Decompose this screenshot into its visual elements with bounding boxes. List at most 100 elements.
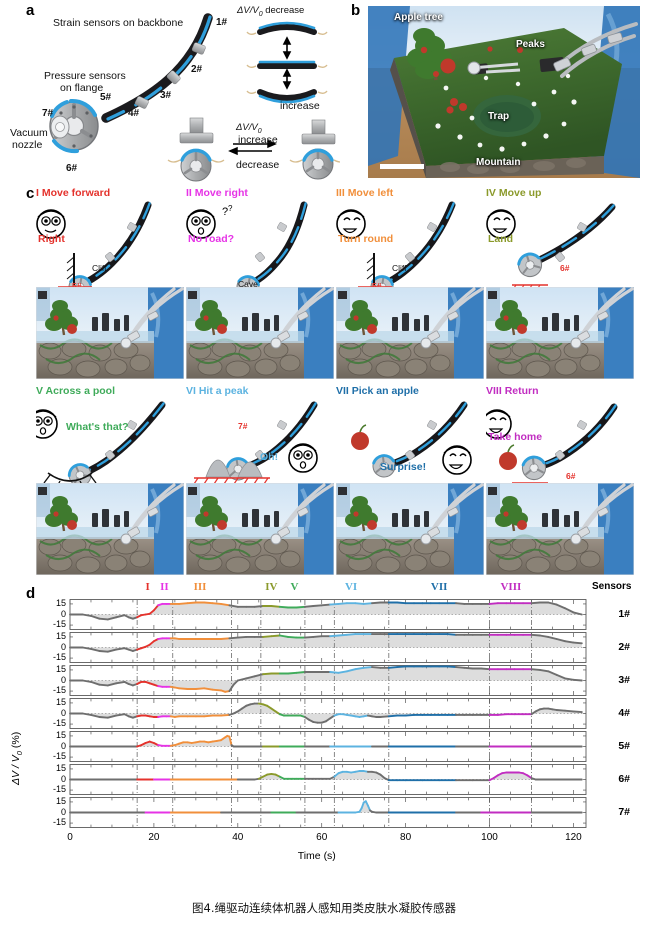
step-numeral: II [186,187,192,199]
label-peaks: Peaks [516,39,545,50]
pressure-sensor-label-line2: on flange [60,82,104,94]
step-illustration [486,403,618,490]
step-annotation: 6# [566,471,576,481]
y-tick-15: 15 [55,762,66,773]
step-speech: Turn round [338,233,394,245]
step-photo [36,483,184,575]
step-title-viii: VIII Return [486,385,539,397]
step-photo [486,483,634,575]
cartoon-face-icon [186,209,216,239]
step-title-ii: II Move right [186,187,248,199]
step-annotation: 7# [238,421,248,431]
cartoon-face-icon [336,209,366,239]
step-annotation: 6# [560,263,570,273]
step-title-vi: VI Hit a peak [186,385,248,397]
step-speech: No road? [188,233,235,245]
step-title-iii: III Move left [336,187,393,199]
y-tick-0: 0 [60,707,66,718]
phase-numeral-viii: VIII [500,581,522,593]
cartoon-face-icon [288,443,318,473]
y-tick-neg15: -15 [52,619,66,630]
panel-a-illustration [49,13,340,182]
phase-numeral-iii: III [193,581,207,593]
strain-increase-text: increase [280,100,320,112]
step-title-text: Move right [194,187,248,199]
step-annotation: 5# [72,281,82,291]
y-tick-15: 15 [55,696,66,707]
step-title-v: V Across a pool [36,385,115,397]
panel-a-label: a [26,2,35,19]
terrain-photo [368,6,640,178]
panel-d-label: d [26,585,36,602]
x-tick-100: 100 [481,832,498,843]
label-trap: Trap [488,111,510,122]
sensor-label-1: 1# [618,607,630,620]
step-annotation: Cliff [392,263,407,273]
step-photo [336,483,484,575]
sensor-label-5: 5# [618,739,630,752]
y-tick-0: 0 [60,608,66,619]
sensor-label-3: 3# [618,673,630,686]
step-title-text: Pick an apple [351,385,419,397]
step-annotation: 5# [372,281,382,291]
y-tick-neg15: -15 [52,685,66,696]
step-illustration [193,401,318,485]
scale-bar [380,164,424,169]
vacuum-nozzle-label-line2: nozzle [12,139,43,151]
sensor-tag-4: 4# [128,108,140,119]
step-illustration: ?? [186,201,308,299]
x-tick-40: 40 [232,832,244,843]
y-tick-0: 0 [60,641,66,652]
pressure-sensor-label-line1: Pressure sensors [44,70,126,82]
svg-text:?: ? [222,206,228,218]
step-title-text: Move left [347,187,394,199]
y-tick-15: 15 [55,729,66,740]
step-title-i: I Move forward [36,187,110,199]
step-title-iv: IV Move up [486,187,541,199]
sensor-tag-1: 1# [216,17,228,28]
step-numeral: V [36,385,44,397]
step-numeral: VIII [486,385,502,397]
sensor-tag-3: 3# [160,90,172,101]
step-numeral: I [36,187,39,199]
step-illustration [36,401,166,491]
strain-decrease-text: decrease [265,5,305,16]
phase-numeral-v: V [290,581,299,593]
step-speech: Right [38,233,65,245]
cartoon-face-icon [36,409,58,439]
sensors-header: Sensors [592,581,632,592]
figure-caption: 图4.绳驱动连续体机器人感知用类皮肤水凝胶传感器 [192,901,456,915]
sensor-label-2: 2# [618,640,630,653]
step-numeral: VII [336,385,349,397]
pressure-formula-sub: 0 [257,127,262,135]
sensor-tag-6: 6# [66,163,78,174]
label-mountain: Mountain [476,157,521,168]
y-tick-0: 0 [60,773,66,784]
sensor-label-4: 4# [618,706,630,719]
panel-a: a [0,0,340,185]
y-tick-15: 15 [55,630,66,641]
step-speech: Surprise! [380,461,427,473]
phase-numeral-ii: II [160,581,169,593]
step-speech: Oh! [260,451,279,463]
phase-numeral-vi: VI [344,581,358,593]
x-tick-60: 60 [316,832,328,843]
x-tick-0: 0 [67,832,73,843]
step-speech: Land [488,233,514,245]
vacuum-nozzle-label-line1: Vacuum [10,127,48,139]
y-tick-0: 0 [60,674,66,685]
step-illustration [351,401,472,478]
phase-numeral-i: I [145,581,150,593]
panel-b-label: b [351,2,361,19]
step-illustration [36,201,152,299]
strain-formula: ΔV/V0 decrease [237,5,304,18]
strain-formula-text: ΔV/V [237,5,259,16]
pressure-increase-text: increase [238,134,278,146]
